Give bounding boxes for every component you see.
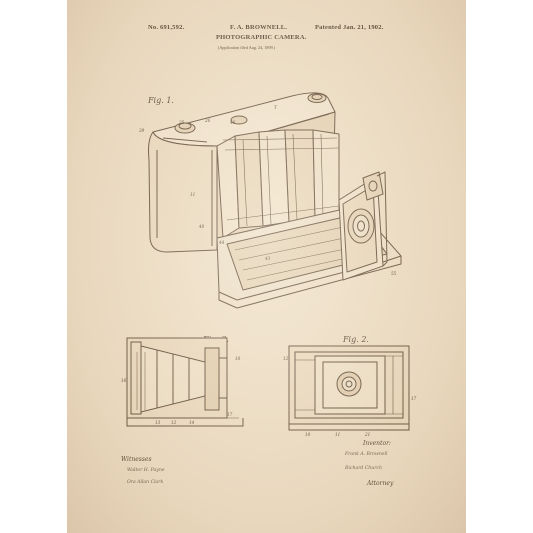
camera-main-drawing xyxy=(67,0,466,533)
patent-number: No. 691,592. xyxy=(148,24,185,31)
fig3-lead-17: 17 xyxy=(227,412,233,417)
patented-date: Patented Jan. 21, 1902. xyxy=(315,24,384,31)
fig3-lead-16: 16 xyxy=(121,378,127,383)
patent-title: PHOTOGRAPHIC CAMERA. xyxy=(216,34,307,41)
fig1-lead-55: 55 xyxy=(391,271,397,276)
fig1-lead-26: 26 xyxy=(205,118,211,123)
fig1-lead-39: 39 xyxy=(139,128,145,133)
fig1-lead-11: 11 xyxy=(190,192,196,197)
fig2-label: Fig. 2. xyxy=(343,335,369,344)
fig2-lead-12: 12 xyxy=(283,356,289,361)
inventor-name: F. A. BROWNELL. xyxy=(230,24,288,31)
fig2-lead-21: 21 xyxy=(365,432,371,437)
fig3-lead-14: 14 xyxy=(189,420,195,425)
fig1-lead-46: 46 xyxy=(230,120,236,125)
fig2-lead-10: 10 xyxy=(305,432,311,437)
fig3-lead-10: 10 xyxy=(235,356,241,361)
witnesses-label: Witnesses xyxy=(121,456,152,463)
fig3-lead-12: 12 xyxy=(171,420,177,425)
camera-front-section-drawing xyxy=(67,0,466,533)
attorney-label: Attorney xyxy=(367,480,394,487)
fig1-lead-T: T xyxy=(274,105,277,110)
camera-side-section-drawing xyxy=(67,0,466,533)
fig1-lead-25: 25 xyxy=(179,120,185,125)
inventor-label: Inventor: xyxy=(363,440,391,447)
fig2-lead-17: 17 xyxy=(411,396,417,401)
fig1-lead-40: 40 xyxy=(199,224,205,229)
attorney-signature: Richard Church xyxy=(345,466,382,471)
witness-signature-1: Walter H. Payne xyxy=(127,468,165,473)
fig1-lead-43: 43 xyxy=(265,256,271,261)
fig3-lead-13: 13 xyxy=(155,420,161,425)
fig1-lead-44: 44 xyxy=(219,240,225,245)
inventor-signature: Frank A. Brownell xyxy=(345,452,388,457)
application-date: (Application filed Aug. 24, 1899.) xyxy=(218,45,276,50)
witness-signature-2: Ora Allan Clark xyxy=(127,480,164,485)
fig1-label: Fig. 1. xyxy=(148,96,174,105)
patent-sheet: No. 691,592. F. A. BROWNELL. PHOTOGRAPHI… xyxy=(67,0,466,533)
fig2-lead-11: 11 xyxy=(335,432,341,437)
